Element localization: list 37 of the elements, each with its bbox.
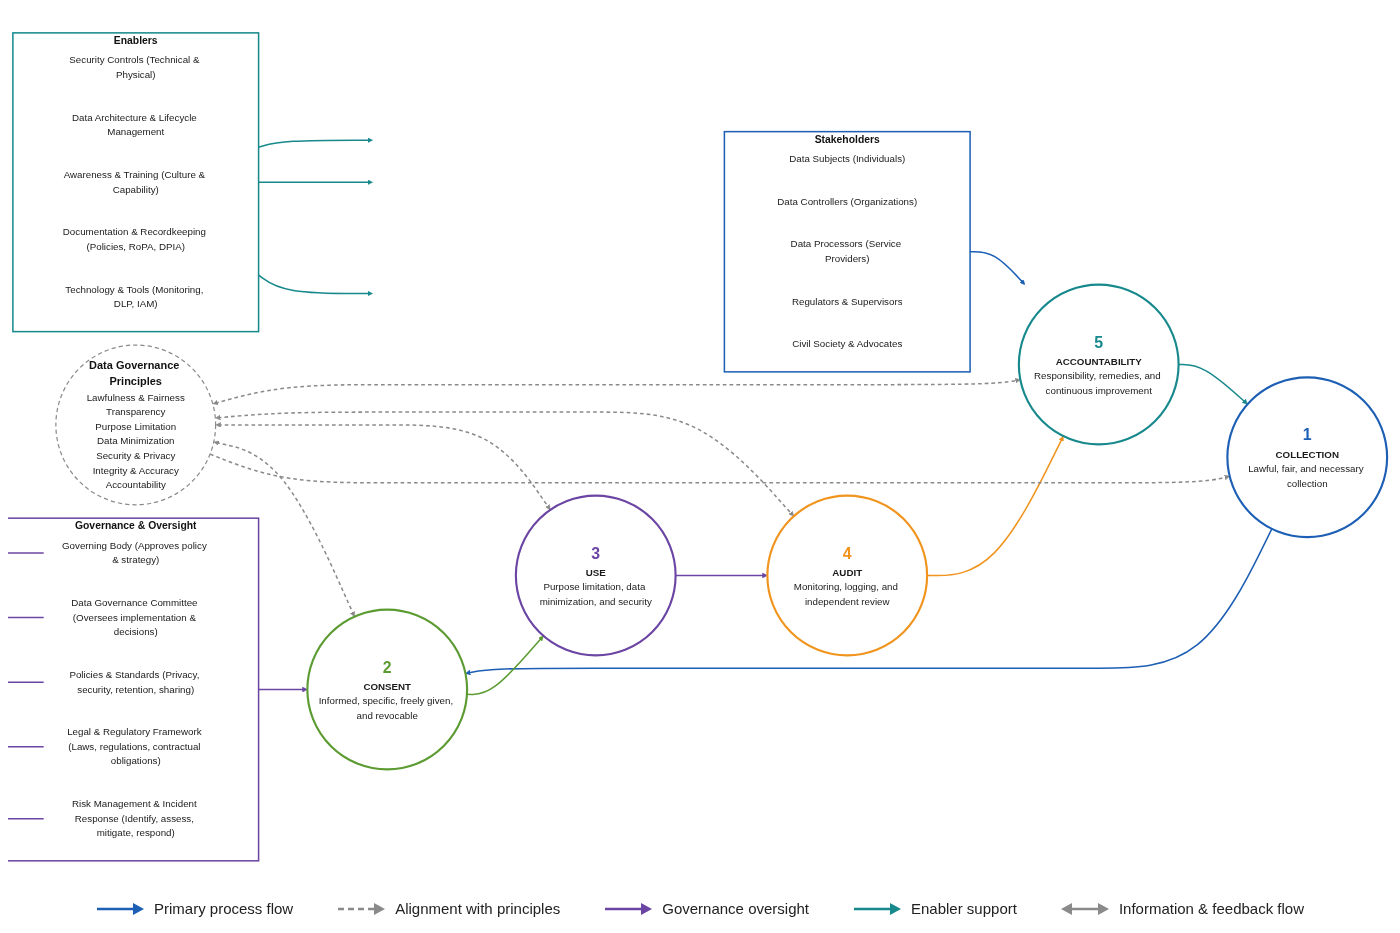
node-text: Data Architecture & Lifecycle Management: [72, 112, 197, 138]
node-text: Regulators & Supervisors: [791, 296, 903, 307]
arrow: [8, 678, 45, 686]
arrow: [212, 378, 1021, 406]
node-circle: Data Governance Principles Lawfulness & Fairness Transparency Purpose Limitation Data Minimization Security & Privacy Integrity & Accuracy Accountability: [55, 344, 217, 506]
node-text: Awareness & Training (Culture & Capability): [63, 169, 206, 195]
arrow: [8, 549, 45, 557]
node-text: Policies & Standards (Privacy, security, retention, sharing): [69, 669, 200, 695]
node-text: Documentation & Recordkeeping (Policies, RoPA, DPIA): [62, 226, 206, 252]
node-text: Civil Society & Advocates: [792, 339, 903, 350]
arrow: [209, 453, 1230, 484]
node-text: Data Controllers (Organizations): [777, 196, 918, 207]
arrow: [213, 440, 355, 617]
node-text: Data Governance Committee (Oversees implementation & decisions): [71, 597, 198, 638]
node-circle: 2 CONSENT Informed, specific, freely given, and revocable: [306, 608, 469, 771]
node-circle: 5 ACCOUNTABILITY Responsibility, remedies, and continuous improvement: [1017, 283, 1180, 446]
legend-label: Primary process flow: [153, 900, 294, 917]
node-text: Security Controls (Technical & Physical): [69, 54, 200, 80]
node-text: Data Processors (Service Providers): [790, 239, 902, 265]
arrow: [465, 528, 1273, 676]
arrow: [8, 815, 45, 823]
arrow: [215, 411, 794, 517]
legend-label: Alignment with principles: [395, 900, 561, 917]
legend-label: Information & feedback flow: [1118, 900, 1304, 917]
node-text: Technology & Tools (Monitoring, DLP, IAM): [65, 284, 204, 310]
node-text: Risk Management & Incident Response (Identify, assess, mitigate, respond): [72, 798, 197, 839]
node-circle: 3 USE Purpose limitation, data minimization, and security: [514, 494, 677, 657]
arrow: [8, 743, 45, 751]
legend-label: Enabler support: [911, 900, 1017, 917]
node-circle: 4 AUDIT Monitoring, logging, and independent review: [766, 494, 929, 657]
arrow: [466, 635, 544, 696]
arrow: [215, 422, 551, 511]
node-circle: 1 COLLECTION Lawful, fair, and necessary collection: [1226, 376, 1389, 539]
node-text: Data Subjects (Individuals): [789, 153, 906, 165]
node-text: Governing Body (Approves policy & strategy): [62, 540, 207, 566]
node-text: Legal & Regulatory Framework (Laws, regulations, contractual obligations): [67, 726, 202, 767]
legend-label: Governance oversight: [662, 900, 809, 917]
